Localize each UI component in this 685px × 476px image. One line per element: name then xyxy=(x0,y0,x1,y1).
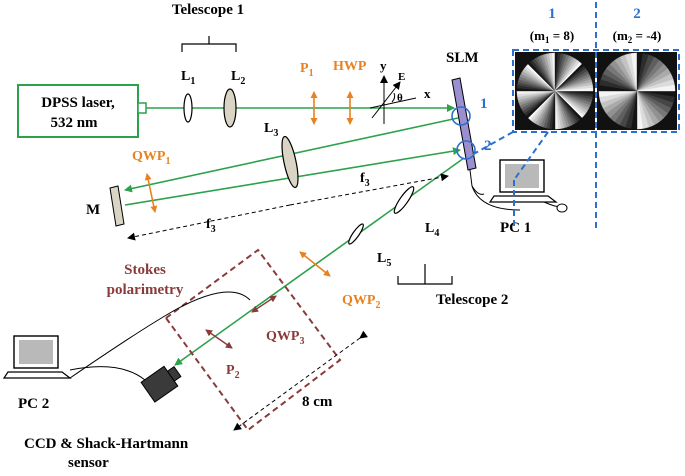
axis-x-label: x xyxy=(424,86,431,101)
hologram-1-sector xyxy=(554,87,594,92)
label-L2: L2 xyxy=(231,69,245,87)
slm-region-2-label: 2 xyxy=(484,138,492,154)
lens-L5 xyxy=(348,223,364,245)
lens-L1 xyxy=(183,93,193,123)
label-f3-left: f3 xyxy=(206,217,216,235)
label-PC1: PC 1 xyxy=(500,220,531,236)
label-L3: L3 xyxy=(264,121,278,139)
slm-region-2-marker xyxy=(456,140,476,160)
mirror-M xyxy=(109,185,125,227)
hologram-1-pattern xyxy=(516,52,594,130)
axis-theta-label: θ xyxy=(397,92,403,104)
hologram-inset: 1 2 (m1 = 8) (m2 = -4) xyxy=(469,2,680,230)
hologram-1-charge: (m1 = 8) xyxy=(530,28,574,45)
distance-indicator xyxy=(233,330,369,431)
label-HWP: HWP xyxy=(333,59,367,74)
lens-L2 xyxy=(223,88,237,128)
label-SLM: SLM xyxy=(446,50,479,66)
axis-y-label: y xyxy=(380,58,387,73)
stokes-label-line2: polarimetry xyxy=(107,282,184,298)
hologram-1-number: 1 xyxy=(548,6,556,22)
label-QWP2: QWP2 xyxy=(342,293,380,311)
polarization-axes xyxy=(369,75,417,124)
sensor-label-line2: sensor xyxy=(68,455,109,471)
label-L5: L5 xyxy=(377,251,391,269)
telescope1-bracket xyxy=(181,36,237,52)
lens-L4 xyxy=(393,186,415,214)
label-QWP3: QWP3 xyxy=(266,329,304,347)
label-M: M xyxy=(86,202,100,218)
quarter-wave-plate-1 xyxy=(144,173,158,213)
quarter-wave-plate-3 xyxy=(251,295,277,313)
hologram-pointer-left xyxy=(469,131,514,157)
ccd-camera xyxy=(140,365,182,403)
label-P2: P2 xyxy=(226,363,240,381)
cables xyxy=(69,185,565,381)
telescope2-label: Telescope 2 xyxy=(436,292,508,308)
label-L1: L1 xyxy=(181,69,195,87)
label-L4: L4 xyxy=(425,221,439,239)
stokes-label-line1: Stokes xyxy=(124,262,166,278)
pc1-computer xyxy=(488,159,568,213)
telescope2-bracket xyxy=(397,264,453,285)
polarizer-P2 xyxy=(205,329,233,349)
label-f3-right: f3 xyxy=(360,171,370,189)
lens-L3 xyxy=(281,135,299,189)
slm-region-1-marker xyxy=(451,106,471,126)
beam-paths xyxy=(124,104,465,366)
laser-label-line2: 532 nm xyxy=(50,115,98,131)
pc2-computer xyxy=(2,335,72,379)
label-QWP1: QWP1 xyxy=(132,149,170,167)
label-PC2: PC 2 xyxy=(18,396,49,412)
axis-E-label: E xyxy=(398,71,405,83)
hologram-2-charge: (m2 = -4) xyxy=(613,28,662,45)
slm-region-1-label: 1 xyxy=(480,96,488,112)
focal-distance-markers xyxy=(127,173,449,241)
quarter-wave-plate-2 xyxy=(299,251,331,277)
telescope1-label: Telescope 1 xyxy=(172,2,244,18)
hologram-2-sector xyxy=(636,84,676,92)
hologram-2-number: 2 xyxy=(633,6,641,22)
sensor-label-line1: CCD & Shack-Hartmann xyxy=(24,436,189,452)
laser-label-line1: DPSS laser, xyxy=(41,95,115,111)
label-P1: P1 xyxy=(300,61,314,79)
hologram-2-pattern xyxy=(598,52,676,130)
laser-box: DPSS laser, 532 nm xyxy=(17,84,147,138)
label-distance: 8 cm xyxy=(302,394,333,410)
